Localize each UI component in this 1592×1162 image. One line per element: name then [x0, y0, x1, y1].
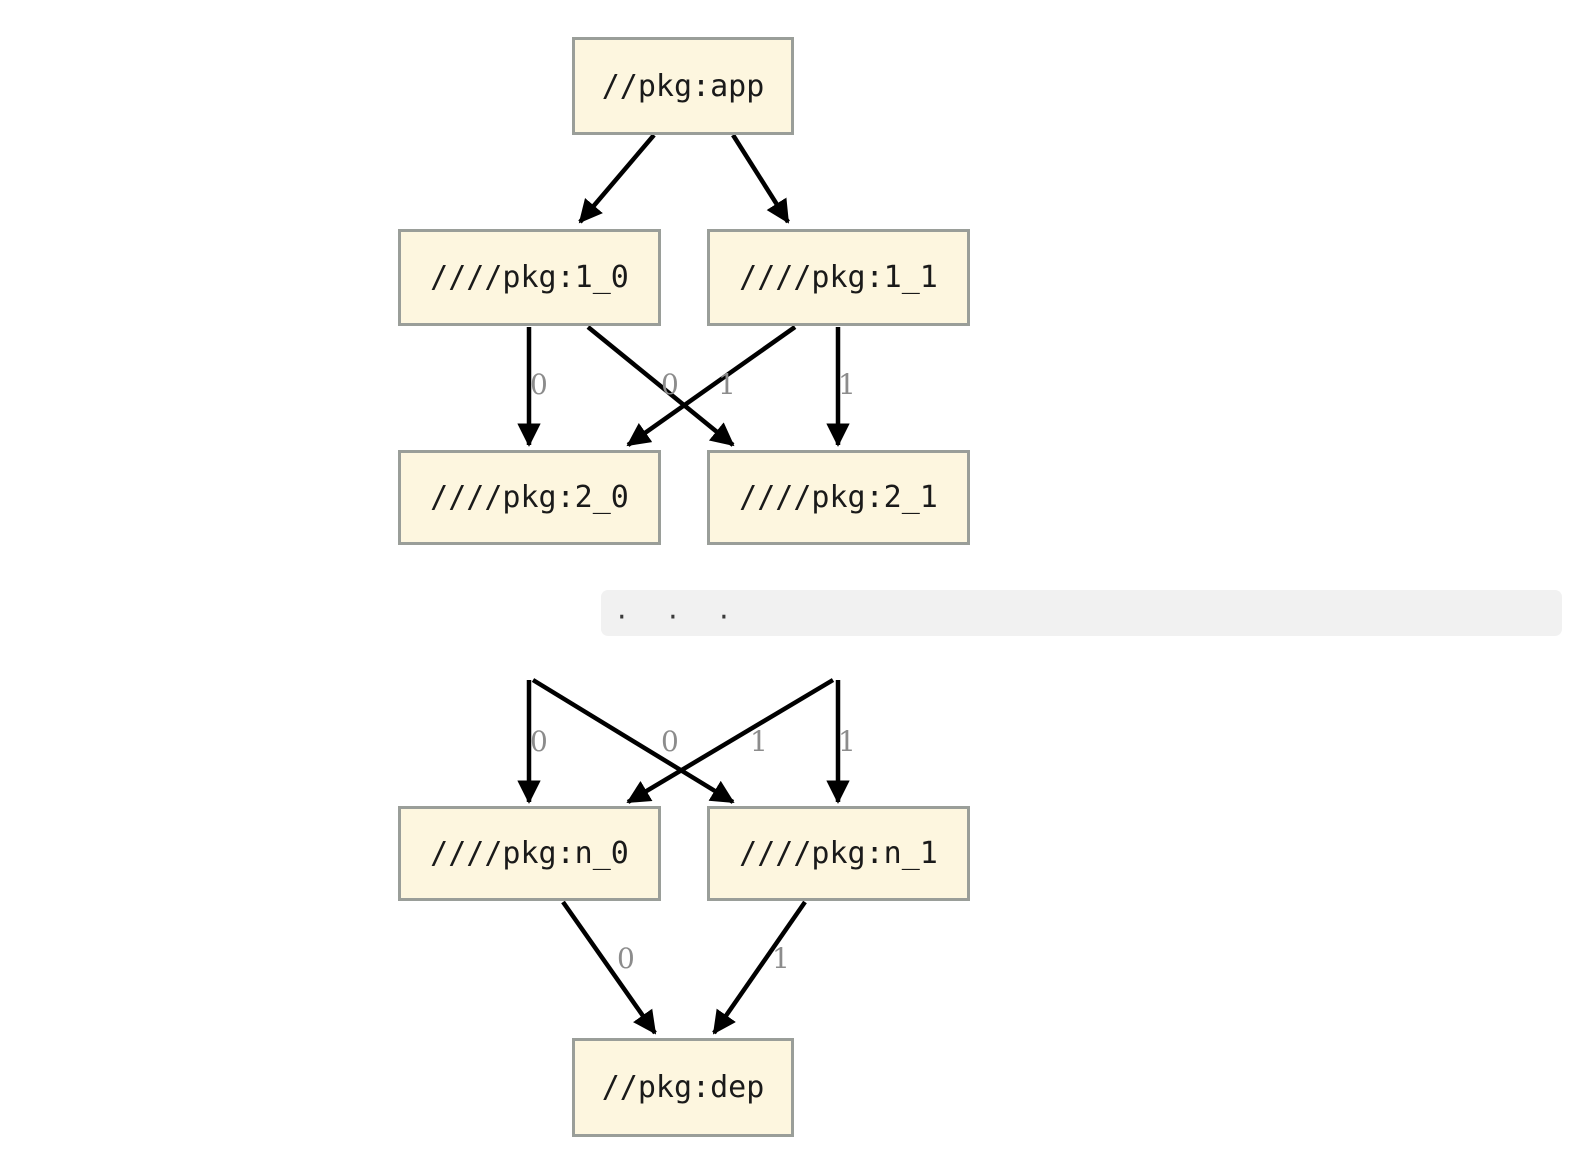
edge-label-1-1-to-2-0: 1 — [718, 368, 736, 401]
node-pkg-n-1[interactable]: ////pkg:n_1 — [707, 806, 970, 901]
edge-label-1-0-to-2-1: 0 — [661, 368, 679, 401]
node-pkg-1-1-label: ////pkg:1_1 — [739, 260, 938, 295]
edge-1-1-to-2-0 — [626, 325, 797, 447]
edge-above-to-n-1 — [531, 678, 735, 804]
node-pkg-n-1-label: ////pkg:n_1 — [739, 836, 938, 871]
edge-label-n-1-to-dep: 1 — [772, 942, 790, 975]
ellipsis-divider-band: · · · — [601, 590, 1562, 636]
edge-n-1-to-dep — [712, 900, 807, 1035]
edge-label-above-right-to-n-1: 1 — [838, 725, 856, 758]
edge-app-to-1-1 — [731, 133, 790, 224]
node-dep-label: //pkg:dep — [601, 1070, 765, 1105]
node-app-label: //pkg:app — [601, 68, 765, 104]
edge-n-0-to-dep — [561, 900, 657, 1035]
node-pkg-n-0[interactable]: ////pkg:n_0 — [398, 806, 661, 901]
node-pkg-2-0-label: ////pkg:2_0 — [430, 480, 629, 515]
ellipsis-dots: · · · — [617, 600, 745, 635]
edge-label-1-1-to-2-1: 1 — [838, 368, 856, 401]
edge-label-above-to-n-0: 0 — [530, 725, 548, 758]
edge-label-n-0-to-dep: 0 — [617, 942, 635, 975]
node-pkg-n-0-label: ////pkg:n_0 — [430, 836, 629, 871]
node-pkg-1-1[interactable]: ////pkg:1_1 — [707, 229, 970, 326]
edge-label-above-to-n-1: 0 — [661, 725, 679, 758]
edge-label-1-0-to-2-0: 0 — [530, 368, 548, 401]
node-dep[interactable]: //pkg:dep — [572, 1038, 794, 1137]
node-app[interactable]: //pkg:app — [572, 37, 794, 135]
edge-app-to-1-0 — [578, 133, 656, 224]
node-pkg-1-0-label: ////pkg:1_0 — [430, 260, 629, 295]
node-pkg-2-1[interactable]: ////pkg:2_1 — [707, 450, 970, 545]
edge-label-above-left-to-n-0: 1 — [750, 725, 768, 758]
node-pkg-1-0[interactable]: ////pkg:1_0 — [398, 229, 661, 326]
edge-above-left-to-n-0 — [626, 678, 835, 804]
node-pkg-2-1-label: ////pkg:2_1 — [739, 480, 938, 515]
edge-1-0-to-2-1 — [586, 325, 735, 447]
node-pkg-2-0[interactable]: ////pkg:2_0 — [398, 450, 661, 545]
